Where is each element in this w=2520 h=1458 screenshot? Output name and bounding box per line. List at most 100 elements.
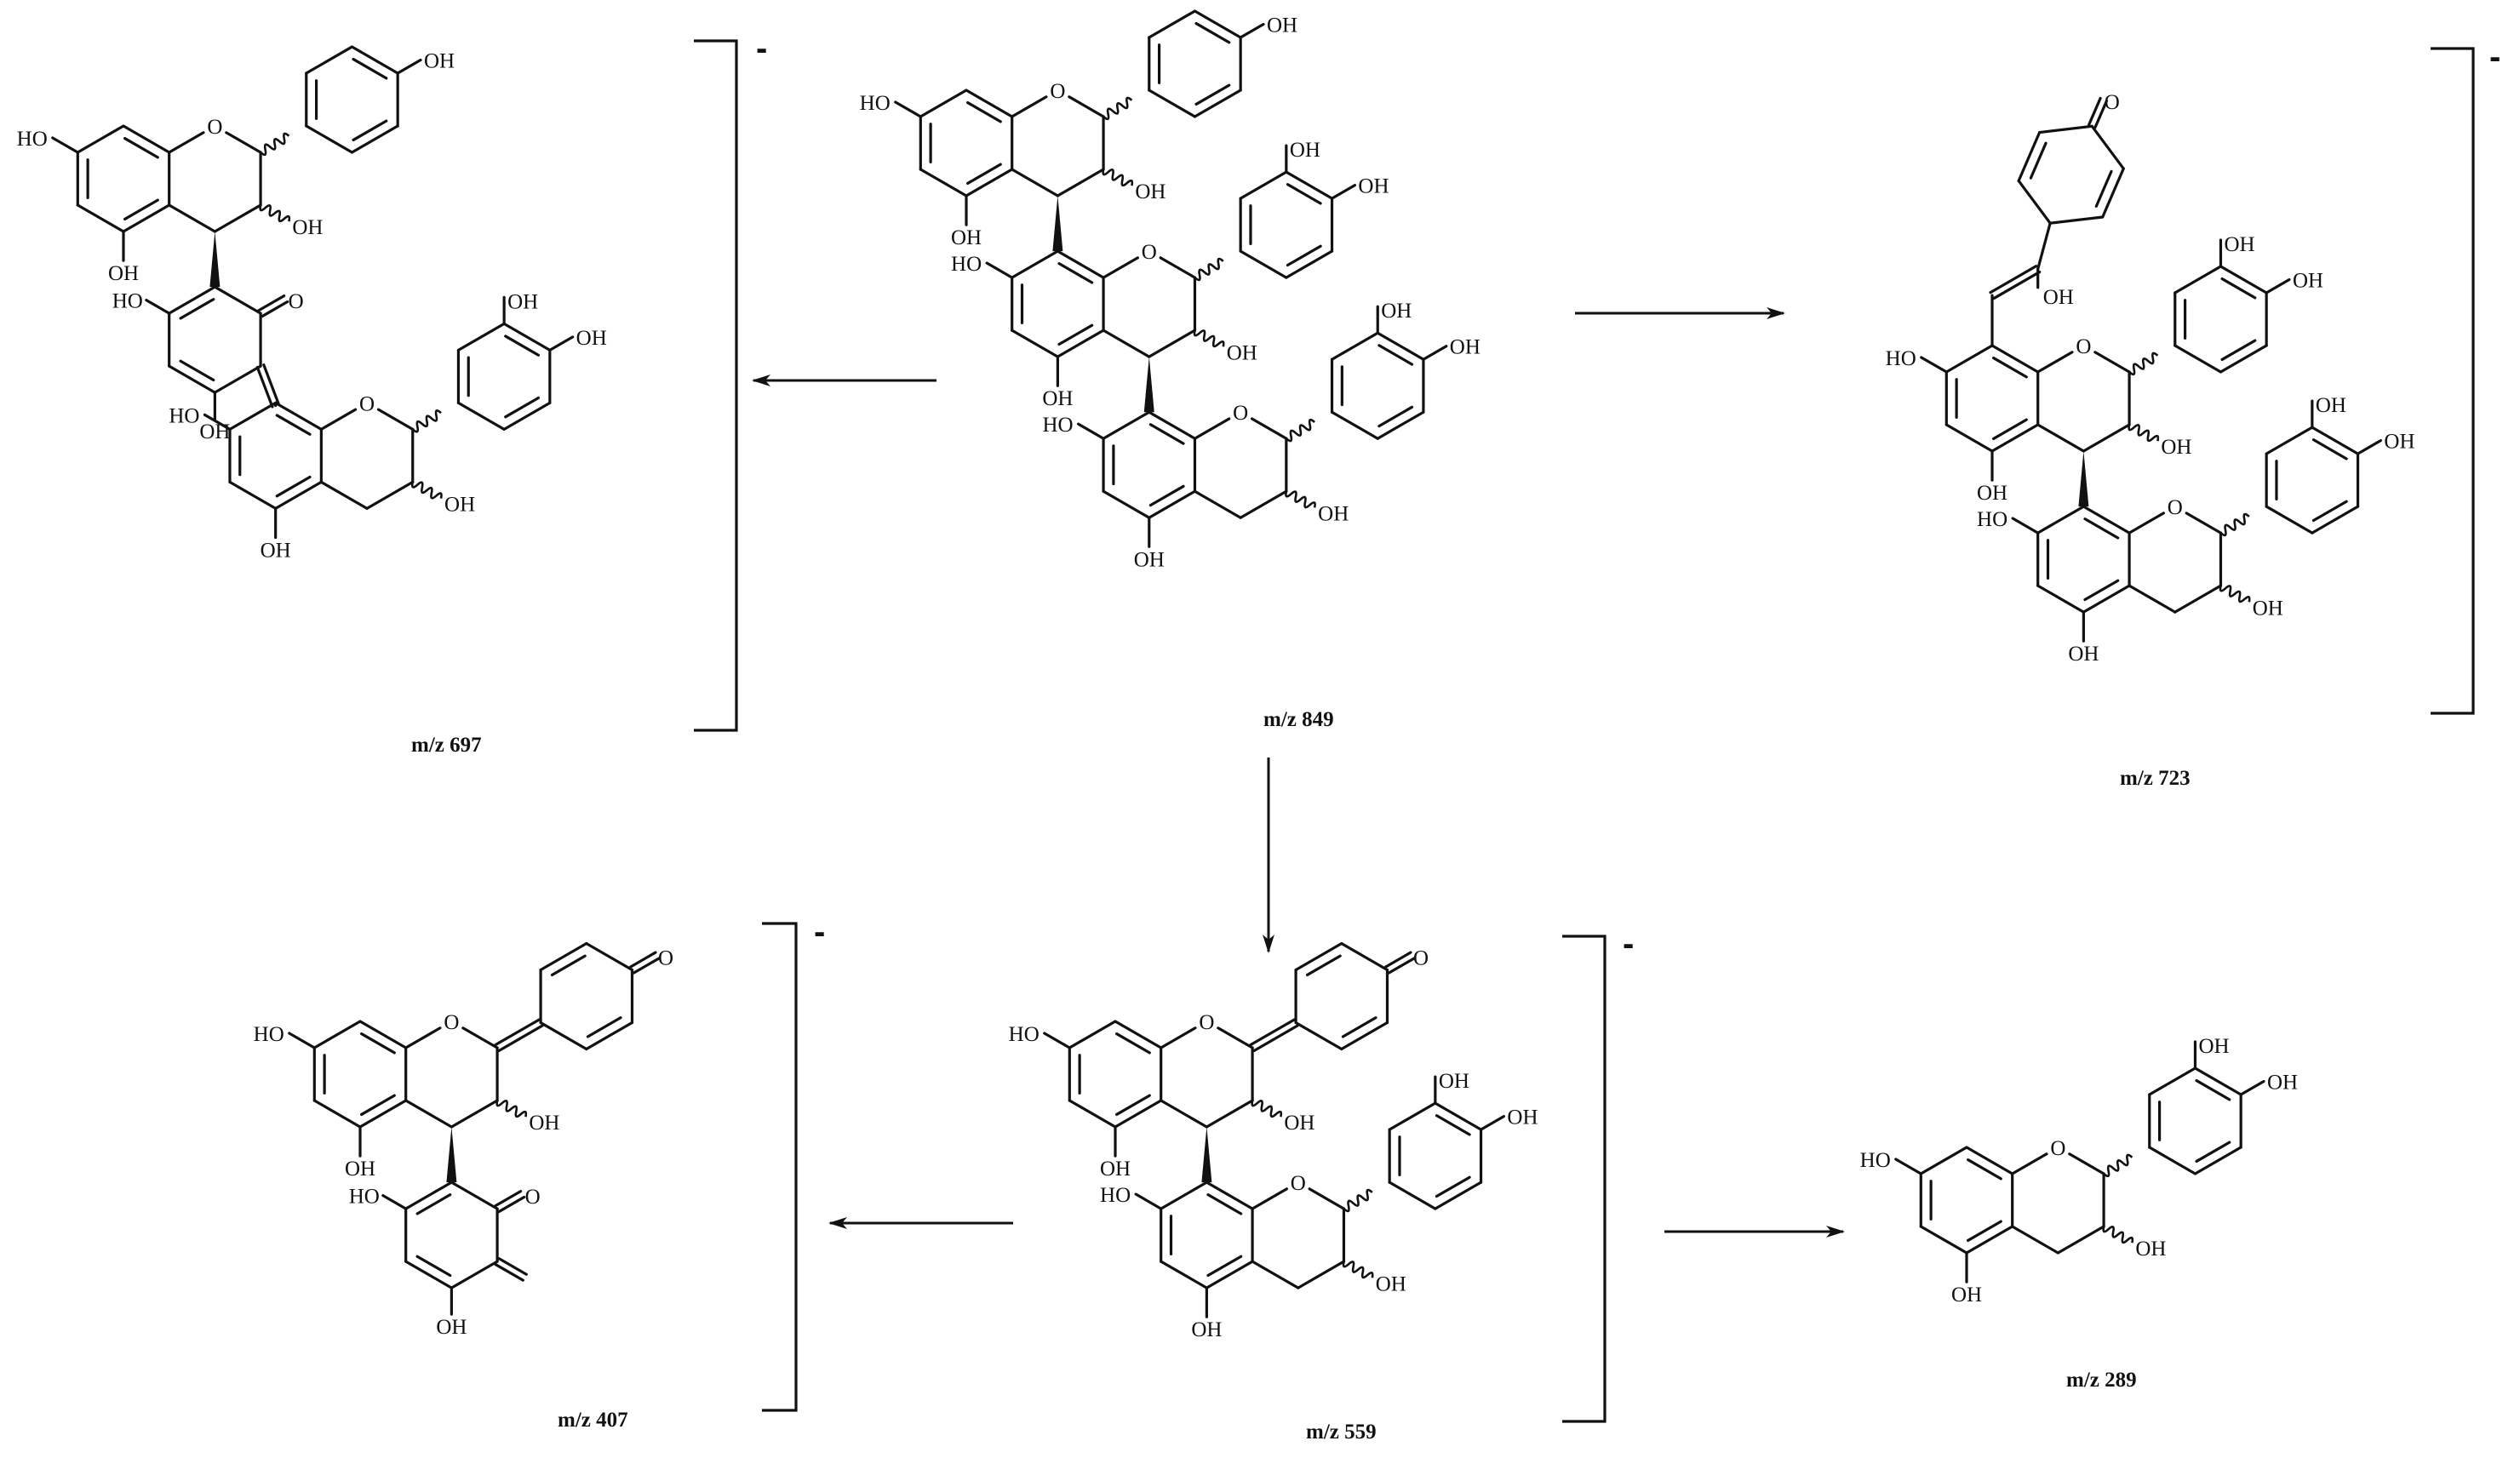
bond — [1148, 9, 1197, 39]
atom-label: HO — [1042, 414, 1073, 437]
bond — [2239, 1079, 2265, 1096]
bond — [145, 299, 171, 315]
bracket-559 — [1562, 935, 1606, 1423]
stereo-wavy-bond — [1285, 490, 1316, 509]
stereo-wavy-bond — [411, 409, 442, 433]
bond — [404, 1099, 453, 1129]
bond — [360, 1094, 396, 1117]
atom-label: OH — [444, 494, 475, 517]
atom-label: O — [1291, 1172, 1306, 1195]
atom-label: OH — [2043, 286, 2074, 309]
atom-label: O — [2168, 496, 2183, 519]
bond — [1251, 1187, 1288, 1210]
bond — [352, 119, 388, 142]
atom-label: HO — [1860, 1149, 1891, 1172]
bond — [319, 408, 358, 431]
bond — [350, 45, 399, 75]
atom-label: OH — [1284, 1112, 1314, 1135]
bond — [1944, 423, 1994, 453]
bond — [2128, 584, 2177, 614]
bond — [1989, 265, 2038, 294]
atom-label: OH — [108, 262, 139, 285]
bond — [2356, 438, 2382, 455]
bond — [1205, 1260, 1254, 1289]
atom-label: OH — [2135, 1238, 2166, 1261]
bond — [1330, 184, 1356, 200]
bond — [966, 100, 1002, 123]
bond — [404, 1026, 442, 1049]
atom-label: OH — [2384, 431, 2414, 454]
bond — [1239, 22, 1265, 39]
bond — [539, 941, 588, 972]
bracket-407 — [762, 922, 798, 1412]
bond — [415, 1193, 452, 1215]
bond — [1992, 270, 2042, 300]
bond — [461, 1026, 499, 1049]
bond — [2174, 344, 2223, 374]
atom-label: OH — [1227, 341, 1257, 364]
bond — [2048, 215, 2105, 225]
atom-label: HO — [169, 404, 199, 427]
stereo-wavy-bond — [2128, 424, 2160, 443]
bond — [1990, 344, 2040, 374]
bond — [2219, 265, 2268, 294]
bond — [2036, 351, 2074, 374]
bond — [2083, 517, 2120, 540]
atom-label: O — [289, 290, 304, 313]
bond — [2220, 339, 2257, 362]
stereo-wavy-bond — [2102, 1226, 2134, 1244]
bond — [228, 401, 278, 431]
bond — [1294, 1021, 1343, 1051]
bond — [1194, 83, 1231, 106]
bond — [450, 1260, 499, 1289]
bond — [1920, 356, 1948, 374]
bond — [404, 1260, 453, 1289]
mz-label-407: m/z 407 — [558, 1409, 628, 1432]
bond — [2101, 167, 2125, 219]
atom-label: OH — [1376, 1272, 1406, 1295]
bond — [319, 480, 369, 510]
bond — [1388, 1181, 1437, 1210]
bond — [1965, 1225, 2014, 1255]
atom-label: OH — [2293, 270, 2323, 293]
bond — [2093, 351, 2131, 374]
bond — [1160, 1181, 1208, 1210]
atom-label: OH — [1507, 1106, 1538, 1129]
bond — [123, 198, 159, 221]
atom-label: OH — [1450, 336, 1480, 359]
bond — [1239, 170, 1288, 200]
bond — [1148, 489, 1197, 519]
bond — [203, 413, 232, 431]
stereo-wedge-bond — [1143, 357, 1154, 413]
stereo-wavy-bond — [2219, 585, 2251, 603]
bond — [123, 136, 159, 159]
bond — [2148, 1066, 2197, 1096]
atom-label: HO — [1100, 1184, 1131, 1207]
bond — [360, 1032, 396, 1055]
bond — [213, 285, 262, 315]
bond — [2038, 124, 2093, 134]
atom-label: OH — [1951, 1284, 1982, 1306]
bond — [450, 1181, 499, 1210]
bond — [504, 334, 541, 357]
bond — [1193, 417, 1231, 440]
stereo-wedge-bond — [1201, 1127, 1212, 1183]
bond — [257, 294, 286, 312]
bond — [179, 298, 215, 320]
bond — [1114, 1020, 1163, 1049]
atom-label: OH — [1267, 14, 1297, 37]
bond — [1076, 422, 1105, 440]
stereo-wedge-bond — [2078, 451, 2089, 507]
bond — [1102, 489, 1151, 519]
bond — [2128, 512, 2165, 535]
bond — [1193, 9, 1242, 39]
bond — [168, 203, 216, 233]
bond — [1057, 323, 1094, 346]
bond — [2220, 277, 2257, 300]
bond — [122, 203, 171, 233]
bond — [1102, 256, 1139, 279]
atom-label: HO — [1977, 508, 2007, 531]
bond — [1206, 1255, 1243, 1278]
